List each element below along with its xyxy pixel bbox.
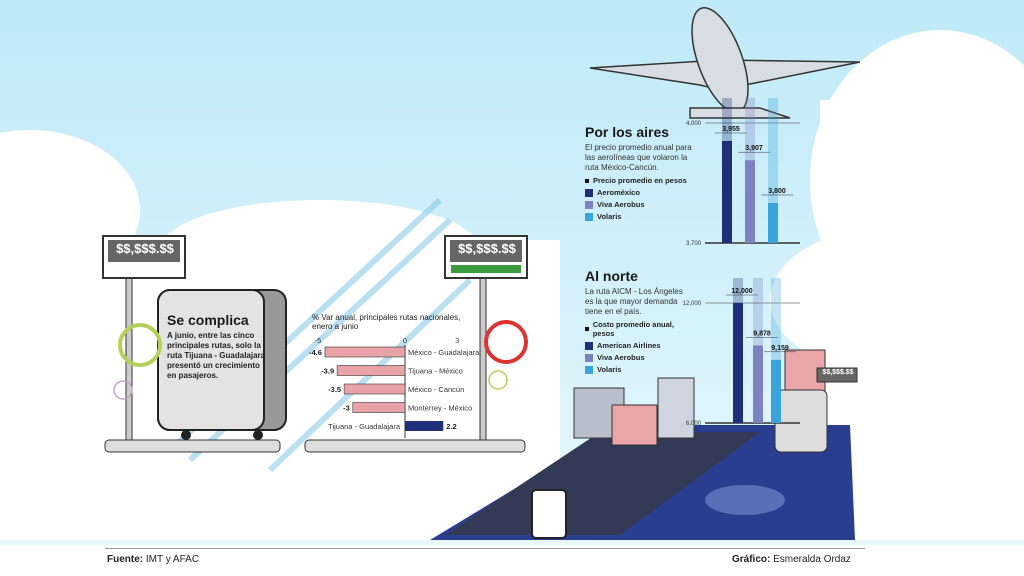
tick-label: -5 — [315, 338, 321, 345]
tick-label: 3,700 — [686, 241, 702, 247]
source-label: Fuente: — [107, 554, 144, 565]
bar-trail — [733, 278, 743, 303]
tick-label: 0 — [403, 338, 407, 345]
bar — [745, 160, 755, 243]
bar — [753, 345, 763, 423]
aires-legend-title-text: Precio promedio en pesos — [593, 176, 687, 185]
footer-divider — [105, 548, 865, 549]
price-sign-left-text: $$,$$$.$$ — [116, 241, 174, 256]
category-label: Monterrey - México — [408, 404, 472, 413]
norte-panel: Al norte La ruta AICM - Los Ángeles es l… — [585, 268, 690, 374]
bar-trail — [768, 98, 778, 203]
norte-legend-title-text: Costo promedio anual, pesos — [592, 320, 674, 338]
panel-board — [157, 289, 287, 440]
left-panel-title: Se complica — [167, 312, 249, 328]
category-label: Tijuana - México — [408, 367, 463, 376]
data-label: 2.2 — [446, 422, 456, 431]
footer-credit: Gráfico: Esmeralda Ordaz — [732, 554, 851, 565]
source-text: IMT y AFAC — [145, 554, 200, 565]
data-label: 3,907 — [745, 145, 763, 152]
aires-panel: Por los aires El precio promedio anual p… — [585, 124, 695, 221]
price-sign-right — [444, 235, 528, 443]
bar — [324, 346, 406, 358]
tick-label: 3 — [455, 338, 459, 345]
category-label: México - Guadalajara — [408, 348, 480, 357]
footer-source: Fuente: IMT y AFAC — [107, 554, 199, 565]
bar-trail — [722, 98, 732, 141]
legend-label: Volaris — [597, 212, 622, 221]
data-label: 9,159 — [771, 345, 789, 352]
price-sign-right-text: $$,$$$.$$ — [458, 241, 516, 256]
left-panel: Se complica A junio, entre las cinco pri… — [167, 312, 267, 381]
legend-aeromexico: Aeroméxico — [585, 188, 695, 197]
tick-label: 12,000 — [683, 301, 702, 307]
data-label: 12,000 — [731, 288, 753, 295]
clouds — [0, 30, 1024, 540]
data-label: 9,878 — [753, 330, 771, 337]
category-label: Tijuana - Guadalajara — [328, 422, 401, 431]
legend-viva: Viva Aerobus — [585, 353, 690, 362]
bar-chart-title: % Var anual, principales rutas nacionale… — [312, 313, 461, 331]
airplane — [589, 7, 861, 119]
norte-text: La ruta AICM - Los Ángeles es la que may… — [585, 287, 683, 316]
legend-label: Viva Aerobus — [597, 200, 645, 209]
credit-text: Esmeralda Ordaz — [773, 554, 851, 565]
bar — [771, 359, 781, 423]
legend-volaris: Volaris — [585, 212, 695, 221]
legend-american: American Airlines — [585, 341, 690, 350]
norte-title: Al norte — [585, 268, 638, 284]
credit-label: Gráfico: — [732, 554, 771, 565]
norte-legend-title: Costo promedio anual, pesos — [585, 320, 690, 338]
bar — [768, 203, 778, 243]
category-label: México - Cancún — [408, 385, 464, 394]
legend-label: Aeroméxico — [597, 188, 640, 197]
legend-label: American Airlines — [597, 341, 661, 350]
legend-label: Viva Aerobus — [597, 353, 645, 362]
runway — [430, 425, 855, 540]
left-panel-text: A junio, entre las cinco principales rut… — [167, 331, 266, 380]
bar-trail — [771, 278, 781, 360]
buildings — [573, 349, 858, 453]
bar-trail — [745, 98, 755, 161]
data-label: -3.9 — [321, 367, 334, 376]
data-label: -3.5 — [328, 385, 341, 394]
data-label: 3,800 — [768, 188, 786, 195]
data-label: -3 — [343, 404, 350, 413]
aires-title: Por los aires — [585, 124, 670, 140]
legend-label: Volaris — [597, 365, 622, 374]
aires-text: El precio promedio anual para las aerolí… — [585, 143, 692, 172]
bar — [405, 421, 444, 431]
bar — [352, 402, 406, 413]
bar-trail — [753, 278, 763, 346]
aires-legend-title: Precio promedio en pesos — [585, 176, 695, 185]
price-sign-left — [102, 235, 186, 443]
bar — [336, 365, 406, 376]
data-label: -4.6 — [309, 348, 322, 357]
bar — [722, 141, 732, 243]
data-label: 3,955 — [722, 126, 740, 133]
stands — [104, 439, 526, 453]
bar — [733, 303, 743, 423]
tick-label: 4,000 — [686, 121, 702, 127]
decor-shapes — [113, 320, 528, 400]
tick-label: 6,000 — [686, 421, 702, 427]
legend-volaris: Volaris — [585, 365, 690, 374]
price-sign-small-text: $$,$$$.$$ — [822, 369, 854, 376]
legend-viva: Viva Aerobus — [585, 200, 695, 209]
bar — [343, 383, 406, 395]
